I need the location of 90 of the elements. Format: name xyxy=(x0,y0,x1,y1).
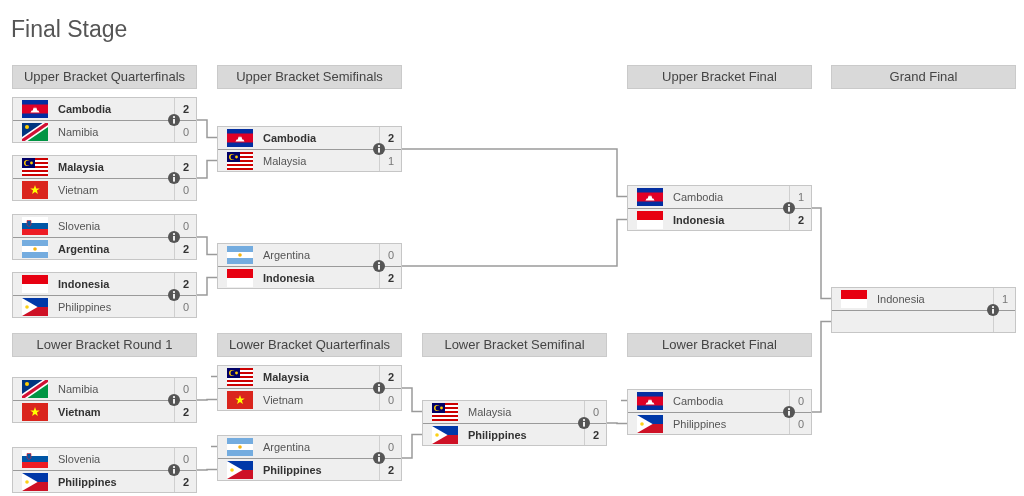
page-title: Final Stage xyxy=(11,16,128,43)
match-card xyxy=(217,243,402,289)
round-header: Lower Bracket Final xyxy=(627,333,812,357)
match-card xyxy=(217,365,402,411)
score: 2 xyxy=(182,405,189,419)
team-name: Cambodia xyxy=(263,131,317,145)
score: 0 xyxy=(182,125,189,139)
connector-line xyxy=(401,433,423,459)
team-name: Cambodia xyxy=(58,102,112,116)
score: 0 xyxy=(182,382,189,396)
connector-line xyxy=(811,207,832,300)
connector-line xyxy=(401,148,628,198)
team-name: Indonesia xyxy=(673,213,725,227)
connector-line xyxy=(811,320,832,413)
match-card xyxy=(217,435,402,481)
score: 0 xyxy=(387,393,394,407)
connector-line xyxy=(196,398,218,401)
connector-line xyxy=(606,422,628,425)
round-header: Grand Final xyxy=(831,65,1016,89)
score: 0 xyxy=(387,440,394,454)
score: 1 xyxy=(797,190,804,204)
team-name: Philippines xyxy=(58,300,112,314)
score: 0 xyxy=(592,405,599,419)
team-name: Malaysia xyxy=(263,154,307,168)
match-card xyxy=(12,155,197,201)
score: 1 xyxy=(387,154,394,168)
match-card xyxy=(12,447,197,493)
connector-line xyxy=(401,387,423,413)
score: 2 xyxy=(182,277,189,291)
team-name: Philippines xyxy=(263,463,322,477)
score: 2 xyxy=(387,271,394,285)
team-name: Cambodia xyxy=(673,394,724,408)
match-card xyxy=(12,214,197,260)
connector-line xyxy=(196,159,218,179)
match-card xyxy=(12,97,197,143)
score: 0 xyxy=(387,248,394,262)
score: 0 xyxy=(182,219,189,233)
round-header: Upper Bracket Semifinals xyxy=(217,65,402,89)
connector-line xyxy=(401,218,628,267)
score: 2 xyxy=(182,475,189,489)
match-card xyxy=(627,389,812,435)
score: 0 xyxy=(182,300,189,314)
team-name: Vietnam xyxy=(263,393,304,407)
score: 2 xyxy=(387,131,394,145)
score: 0 xyxy=(797,417,804,431)
match-card xyxy=(422,400,607,446)
score: 2 xyxy=(387,370,394,384)
team-name: Malaysia xyxy=(468,405,512,419)
score: 2 xyxy=(387,463,394,477)
team-name: Vietnam xyxy=(58,405,101,419)
score: 2 xyxy=(182,160,189,174)
round-header: Lower Bracket Quarterfinals xyxy=(217,333,402,357)
team-name: Argentina xyxy=(263,248,311,262)
team-name: Slovenia xyxy=(58,219,101,233)
connector-line xyxy=(196,119,218,139)
connector-line xyxy=(196,468,218,471)
match-card xyxy=(627,185,812,231)
team-name: Philippines xyxy=(468,428,527,442)
team-name: Philippines xyxy=(673,417,727,431)
round-header: Lower Bracket Round 1 xyxy=(12,333,197,357)
team-name: Argentina xyxy=(58,242,110,256)
match-card xyxy=(831,287,1016,333)
team-name: Indonesia xyxy=(58,277,110,291)
team-name: Vietnam xyxy=(58,183,99,197)
team-name: Indonesia xyxy=(877,292,925,306)
team-name: Slovenia xyxy=(58,452,101,466)
team-name: Namibia xyxy=(58,125,99,139)
match-card xyxy=(12,272,197,318)
team-name: Argentina xyxy=(263,440,311,454)
team-name: Malaysia xyxy=(58,160,104,174)
round-header: Upper Bracket Final xyxy=(627,65,812,89)
connector-line xyxy=(196,276,218,296)
score: 0 xyxy=(182,183,189,197)
score: 2 xyxy=(182,242,189,256)
team-name: Philippines xyxy=(58,475,117,489)
score: 2 xyxy=(182,102,189,116)
team-name: Malaysia xyxy=(263,370,309,384)
score: 1 xyxy=(1001,292,1008,306)
score: 0 xyxy=(182,452,189,466)
match-card xyxy=(12,377,197,423)
round-header: Upper Bracket Quarterfinals xyxy=(12,65,197,89)
team-name: Namibia xyxy=(58,382,99,396)
match-card xyxy=(217,126,402,172)
score: 2 xyxy=(797,213,804,227)
team-name: Cambodia xyxy=(673,190,724,204)
round-header: Lower Bracket Semifinal xyxy=(422,333,607,357)
team-name: Indonesia xyxy=(263,271,315,285)
connector-line xyxy=(196,236,218,256)
score: 2 xyxy=(592,428,599,442)
score: 0 xyxy=(797,394,804,408)
